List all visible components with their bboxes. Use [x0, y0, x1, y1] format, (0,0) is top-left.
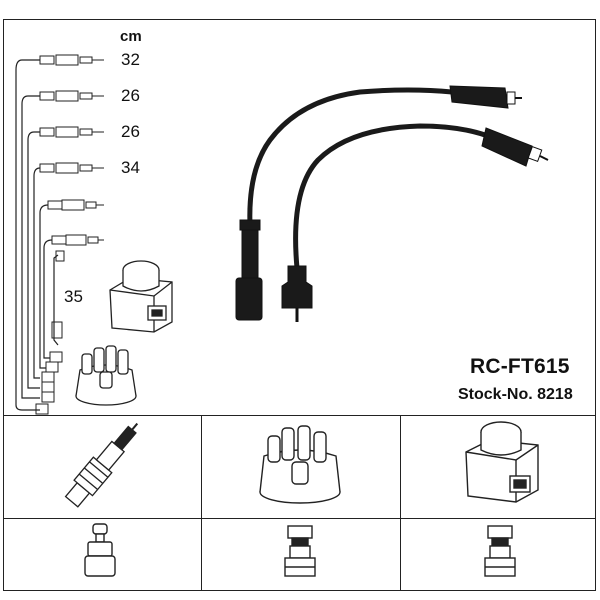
divider-bottom — [3, 518, 596, 519]
cable-length-3: 26 — [121, 122, 140, 141]
cable-length-2: 26 — [121, 86, 140, 105]
cable-length-5: 35 — [64, 287, 83, 306]
ignition-coil-small-icon — [109, 260, 173, 333]
unit-label: cm — [120, 28, 142, 45]
cable-boots — [235, 85, 549, 322]
distributor-terminal-icon — [284, 525, 316, 577]
distributor-cap-small-icon — [75, 345, 137, 406]
divider-column-1 — [201, 415, 202, 591]
ignition-cables-drawing — [247, 87, 491, 271]
cable-length-4: 34 — [121, 158, 140, 177]
cable-length-1: 32 — [121, 50, 140, 69]
product-model: RC-FT615 — [470, 355, 570, 378]
divider-top — [3, 415, 596, 416]
diagram-frame — [3, 19, 596, 591]
distributor-cap-icon — [259, 425, 341, 504]
coil-terminal-icon — [484, 525, 516, 577]
divider-column-2 — [400, 415, 401, 591]
spark-plug-icon — [64, 422, 139, 508]
stock-number: Stock-No. 8218 — [458, 386, 573, 403]
ignition-coil-icon — [465, 421, 539, 503]
cable-set-schematic — [15, 54, 104, 415]
spark-plug-terminal-icon — [84, 523, 116, 577]
